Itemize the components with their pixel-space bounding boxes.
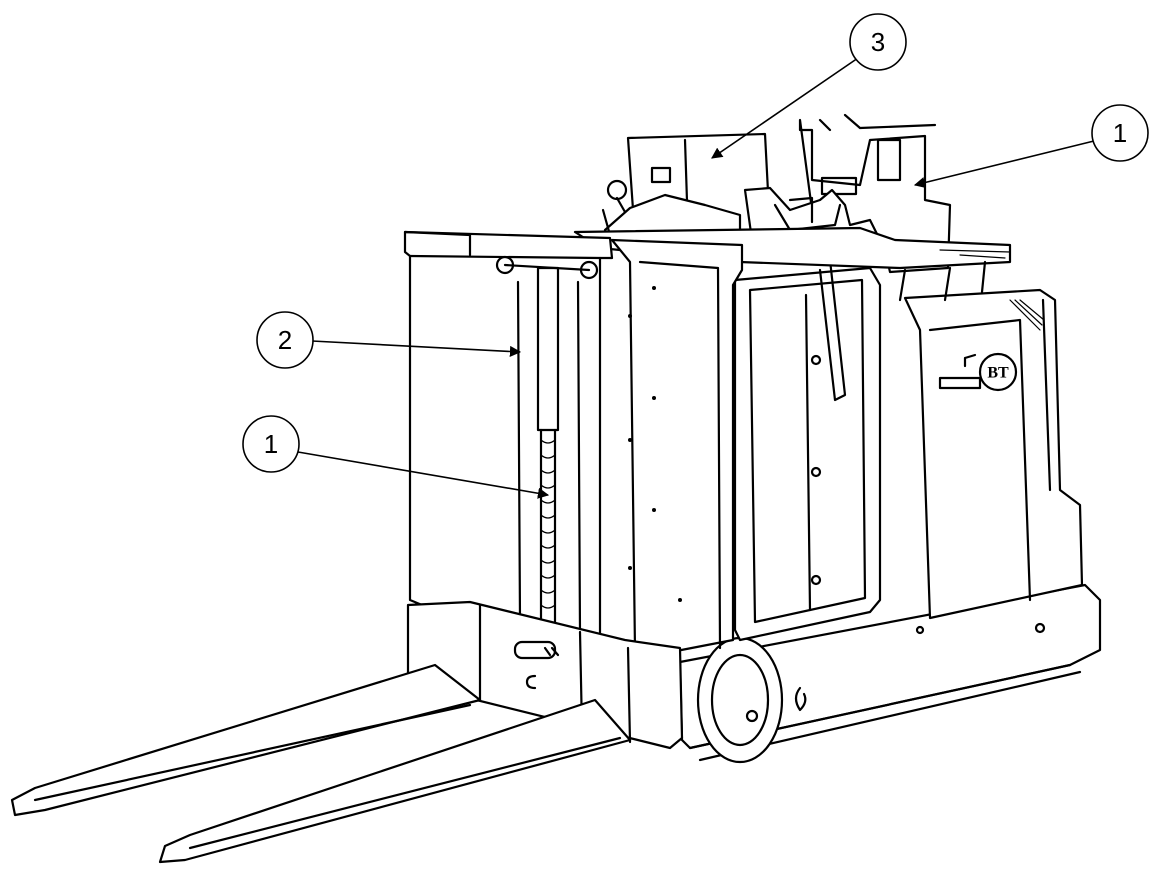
svg-text:3: 3 bbox=[871, 27, 885, 57]
svg-text:2: 2 bbox=[278, 325, 292, 355]
svg-text:1: 1 bbox=[264, 429, 278, 459]
callout-2: 2 bbox=[256, 311, 522, 369]
tow-pin bbox=[745, 622, 1046, 723]
rear-frame bbox=[733, 258, 882, 642]
mast-side-panel bbox=[610, 238, 744, 660]
operator-platform bbox=[573, 113, 1012, 302]
callout-1-top: 1 bbox=[913, 104, 1149, 189]
svg-text:1: 1 bbox=[1113, 118, 1127, 148]
lift-chain bbox=[539, 428, 557, 630]
load-backrest bbox=[403, 230, 614, 647]
bt-logo-icon: BT bbox=[938, 352, 1018, 392]
drive-wheel bbox=[696, 636, 784, 764]
callout-1-bottom: 1 bbox=[242, 415, 550, 499]
callout-3: 3 bbox=[711, 13, 907, 159]
right-fork bbox=[158, 698, 632, 864]
left-fork bbox=[10, 663, 482, 817]
svg-text:BT: BT bbox=[987, 365, 1009, 382]
